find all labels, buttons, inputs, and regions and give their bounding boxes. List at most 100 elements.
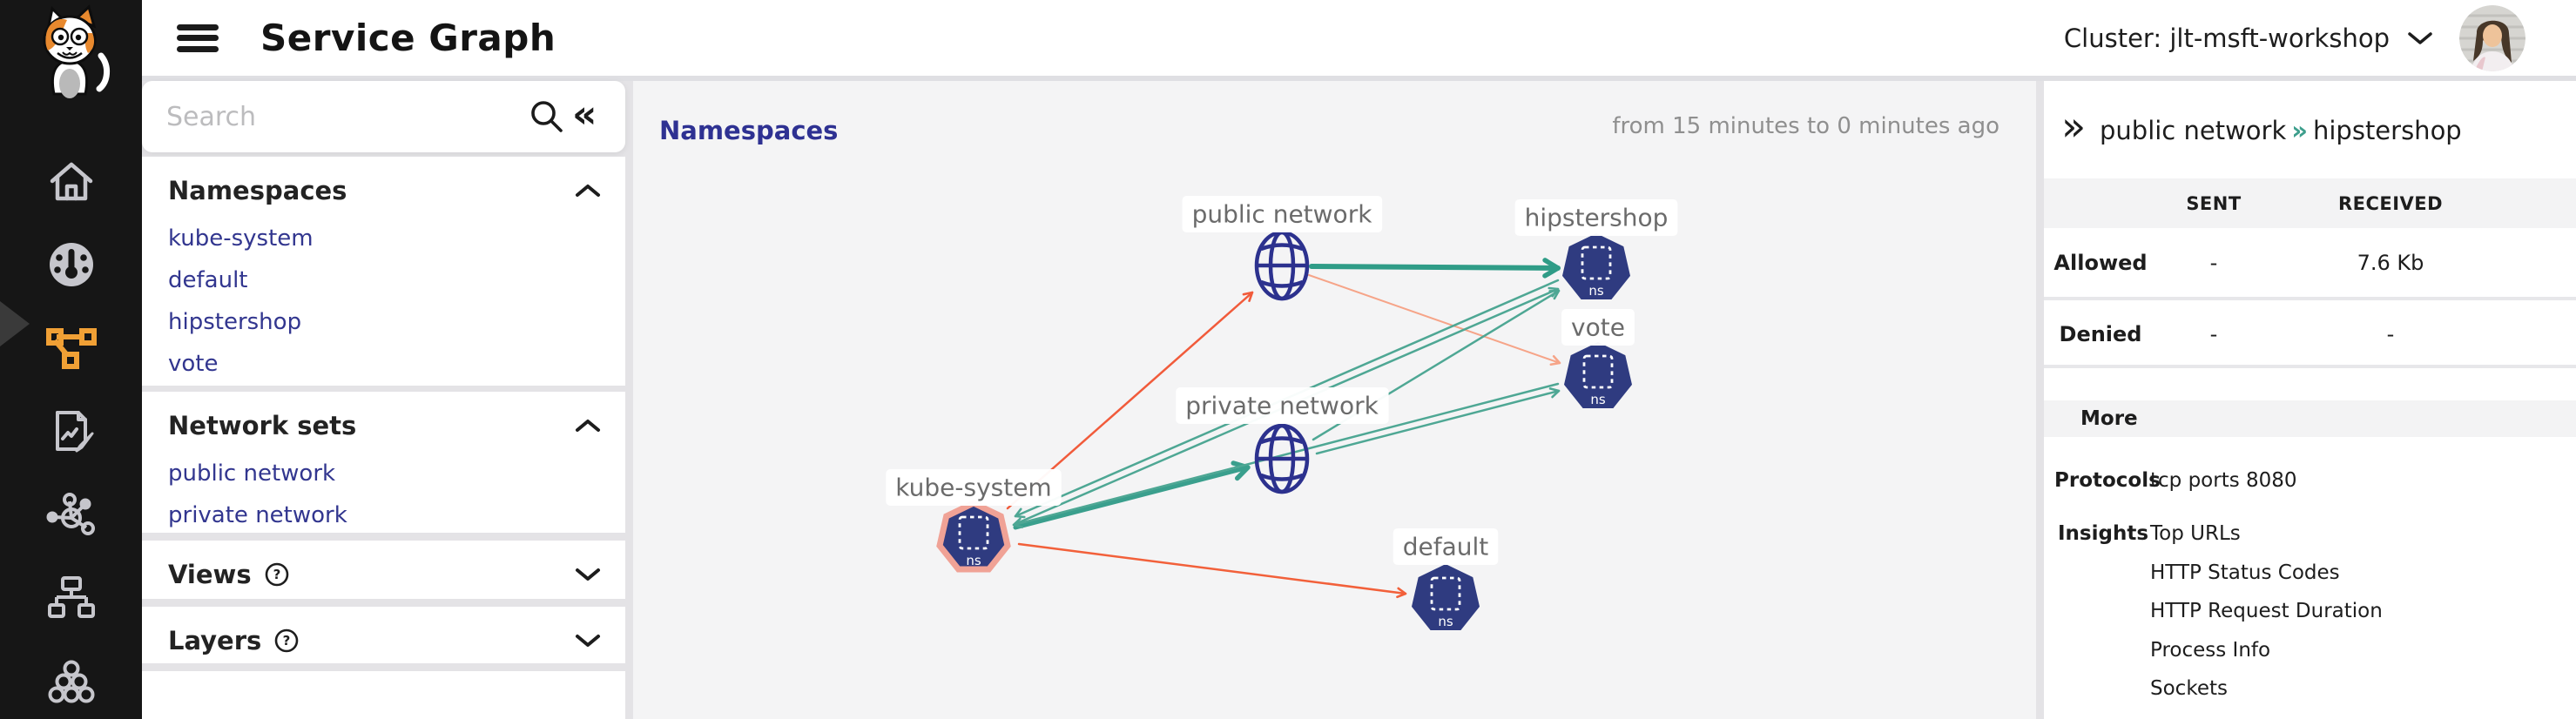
row-label: Denied [2059, 322, 2142, 346]
graph-view-label: Namespaces [659, 116, 839, 145]
sidebar-item-hipstershop[interactable]: hipstershop [168, 309, 302, 335]
section-title: Layers [168, 626, 262, 655]
chevron-up-icon[interactable] [575, 183, 601, 198]
sidebar-item-vote[interactable]: vote [168, 351, 219, 377]
breadcrumb-separator-icon: » [2291, 116, 2308, 145]
sidebar-item-private-network[interactable]: private network [168, 502, 347, 528]
molecule-icon [46, 493, 95, 535]
edge-public-network-to-vote[interactable] [1308, 274, 1561, 366]
section-card-namespaces: Namespaces kube-system default hipstershop v… [142, 157, 625, 386]
collapse-sidebar-icon[interactable]: « [572, 88, 597, 142]
rail-item-hierarchy[interactable] [44, 571, 99, 627]
section-title: Views [168, 560, 252, 589]
more-section-header: More [2044, 400, 2576, 437]
traffic-table-header: SENT RECEIVED [2044, 178, 2576, 228]
graph-canvas[interactable]: Namespaces from 15 minutes to 0 minutes … [633, 81, 2036, 719]
graph-node-hipstershop[interactable]: ns [1562, 233, 1630, 299]
protocols-label: Protocols [2054, 469, 2161, 492]
svg-text:hipstershop: hipstershop [1525, 204, 1669, 232]
breadcrumb-source: public network [2100, 116, 2287, 145]
service-graph-svg: ns ns ns ns public network hipstershop vote pri… [886, 196, 1678, 630]
rail-item-clusters[interactable] [44, 655, 99, 710]
search-input[interactable] [165, 81, 513, 152]
edge-public-network-to-hipstershop[interactable] [1309, 258, 1561, 279]
row-label: Allowed [2053, 250, 2148, 275]
graph-node-vote[interactable]: ns [1564, 342, 1632, 408]
sidebar-item-public-network[interactable]: public network [168, 460, 336, 487]
column-header-received: RECEIVED [2337, 192, 2444, 214]
section-items-network-sets: public network private network [142, 444, 625, 536]
top-bar: Service Graph Cluster: jlt-msft-workshop [142, 0, 2576, 81]
sidebar-item-kube-system[interactable]: kube-system [168, 225, 314, 252]
column-header-sent: SENT [2186, 192, 2242, 214]
page-title: Service Graph [260, 17, 556, 59]
section-header-network-sets[interactable]: Network sets [142, 392, 625, 444]
insight-item-sockets: Sockets [2150, 677, 2228, 700]
details-panel: » public network » hipstershop SENT RECE… [2044, 81, 2576, 719]
insight-item-http-status-codes: HTTP Status Codes [2150, 561, 2340, 584]
cluster-icon [48, 660, 94, 703]
gauge-icon [49, 243, 93, 286]
edge-vote-to-kube-system[interactable] [1012, 382, 1560, 528]
home-icon [50, 162, 92, 201]
chevron-up-icon[interactable] [575, 418, 601, 433]
sidebar-item-default[interactable]: default [168, 267, 248, 293]
sitemap-icon [47, 576, 95, 618]
section-card-views: Views? [142, 541, 625, 599]
menu-icon[interactable] [177, 21, 222, 56]
collapse-panel-icon[interactable]: » [2056, 105, 2091, 147]
graph-node-public-network[interactable] [1254, 230, 1310, 301]
section-header-namespaces[interactable]: Namespaces [142, 157, 625, 209]
avatar-photo [2459, 4, 2525, 71]
svg-text:?: ? [273, 567, 280, 582]
rail-item-service-graph[interactable] [44, 320, 99, 376]
section-card-network-sets: Network sets public network private networ… [142, 392, 625, 533]
edge-private-network-to-vote[interactable] [1315, 387, 1561, 455]
chevron-down-icon[interactable] [575, 567, 601, 582]
active-page-wedge [0, 301, 30, 346]
user-avatar[interactable] [2459, 4, 2525, 71]
rail-nav [0, 153, 142, 710]
search-icon[interactable] [529, 98, 565, 138]
graph-node-label-private-network: private network [1176, 387, 1389, 424]
insights-label: Insights [2058, 522, 2149, 545]
chevron-down-icon[interactable] [575, 633, 601, 648]
graph-node-label-hipstershop: hipstershop [1514, 199, 1678, 236]
node-badge: ns [966, 553, 981, 568]
globe-icon [1254, 230, 1310, 301]
cluster-selector[interactable]: Cluster: jlt-msft-workshop [2059, 23, 2438, 54]
rail-item-home[interactable] [44, 153, 99, 209]
breadcrumb-target: hipstershop [2312, 116, 2462, 145]
svg-text:vote: vote [1571, 313, 1625, 342]
namespace-hexagon [1412, 564, 1480, 630]
graph-node-label-kube-system: kube-system [886, 469, 1062, 506]
chevron-down-icon [2408, 31, 2432, 44]
cell-sent: - [2209, 250, 2218, 275]
table-row-denied: Denied-- [2044, 304, 2576, 368]
globe-icon [1254, 423, 1310, 494]
main-area: Service Graph Cluster: jlt-msft-workshop [142, 0, 2576, 719]
graph-node-default[interactable]: ns [1412, 564, 1480, 630]
insight-item-top-urls: Top URLs [2150, 522, 2241, 545]
namespace-hexagon [936, 500, 1011, 573]
sidebar-filler-card [142, 671, 625, 719]
section-header-layers[interactable]: Layers? [142, 607, 625, 659]
node-badge: ns [1438, 614, 1453, 629]
help-icon[interactable]: ? [273, 628, 300, 654]
rail-item-dashboard[interactable] [44, 237, 99, 292]
graph-node-kube-system[interactable]: ns [936, 500, 1011, 573]
edge-kube-system-to-private-network[interactable] [1013, 460, 1251, 530]
svg-text:default: default [1403, 533, 1489, 561]
mascot-logo[interactable] [21, 3, 118, 99]
rail-item-connections[interactable] [44, 487, 99, 543]
svg-text:public network: public network [1192, 200, 1373, 229]
namespace-hexagon [1564, 342, 1632, 408]
edge-kube-system-to-default[interactable] [1017, 542, 1407, 599]
section-header-views[interactable]: Views? [142, 541, 625, 593]
rail-item-reports[interactable] [44, 404, 99, 460]
graph-node-label-vote: vote [1561, 309, 1635, 346]
graph-node-private-network[interactable] [1254, 423, 1310, 494]
help-icon[interactable]: ? [264, 561, 290, 588]
